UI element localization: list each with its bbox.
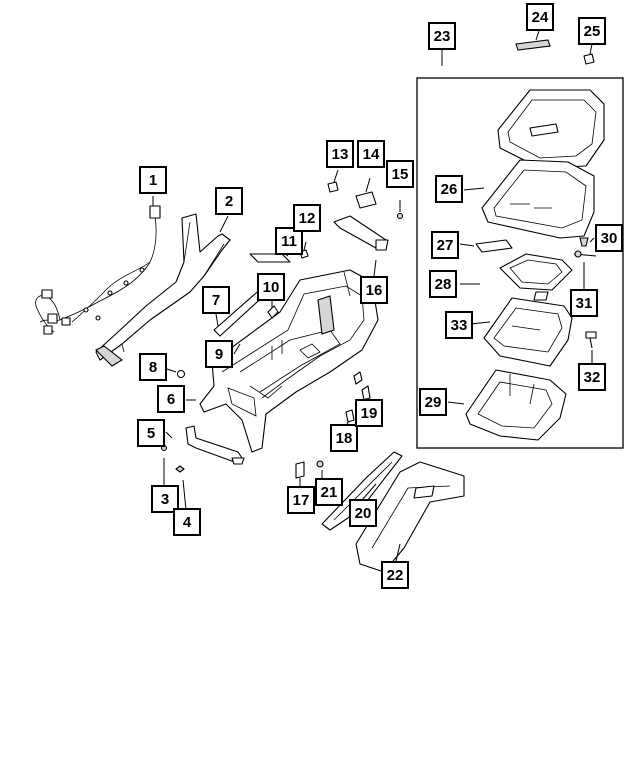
svg-text:8: 8 — [149, 359, 157, 376]
svg-text:20: 20 — [355, 505, 372, 522]
svg-text:33: 33 — [451, 317, 468, 334]
svg-text:30: 30 — [601, 230, 618, 247]
svg-text:27: 27 — [437, 237, 454, 254]
svg-text:4: 4 — [183, 514, 192, 531]
part-bracket-17 — [295, 461, 305, 486]
part-latch-14 — [355, 177, 377, 209]
svg-text:23: 23 — [434, 28, 451, 45]
part-trim-cap — [515, 39, 551, 51]
svg-text:14: 14 — [363, 146, 380, 163]
svg-text:9: 9 — [215, 346, 223, 363]
callout-18: 18 — [330, 424, 358, 452]
svg-text:18: 18 — [336, 430, 353, 447]
svg-text:3: 3 — [161, 491, 169, 508]
svg-text:26: 26 — [441, 181, 458, 198]
svg-text:25: 25 — [584, 23, 601, 40]
part-clip-8 — [176, 369, 186, 379]
callout-27: 27 — [431, 231, 459, 259]
svg-text:19: 19 — [361, 405, 378, 422]
part-lower-housing — [465, 369, 567, 441]
callout-24: 24 — [526, 3, 554, 31]
part-fastener-3 — [160, 444, 168, 488]
callout-5: 5 — [137, 419, 165, 447]
svg-text:11: 11 — [281, 233, 297, 250]
part-screw-30 — [579, 237, 589, 247]
part-lower-bracket — [185, 425, 245, 465]
part-armrest-base — [481, 159, 595, 239]
callout-28: 28 — [429, 270, 457, 298]
svg-text:12: 12 — [299, 210, 316, 227]
callout-32: 32 — [578, 363, 606, 391]
callout-20: 20 — [349, 499, 377, 527]
svg-text:31: 31 — [576, 295, 593, 312]
part-rail — [333, 215, 389, 251]
callout-4: 4 — [173, 508, 201, 536]
part-armrest-frame — [483, 297, 573, 367]
callout-25: 25 — [578, 17, 606, 45]
part-clip-18 — [343, 409, 355, 427]
callout-13: 13 — [326, 140, 354, 168]
callout-22: 22 — [381, 561, 409, 589]
svg-text:1: 1 — [149, 172, 157, 189]
svg-text:21: 21 — [321, 484, 338, 501]
callout-19: 19 — [355, 399, 383, 427]
part-side-panel — [321, 451, 403, 531]
callout-8: 8 — [139, 353, 167, 381]
part-screw-15 — [396, 200, 404, 220]
svg-text:5: 5 — [147, 425, 155, 442]
svg-text:15: 15 — [392, 166, 409, 183]
part-fastener-32 — [585, 331, 597, 349]
svg-text:17: 17 — [293, 492, 310, 509]
callout-16: 16 — [360, 276, 388, 304]
svg-text:13: 13 — [332, 146, 349, 163]
callout-14: 14 — [357, 140, 385, 168]
callout-12: 12 — [293, 204, 321, 232]
callout-6: 6 — [157, 385, 185, 413]
callout-10: 10 — [257, 273, 285, 301]
svg-text:7: 7 — [212, 292, 220, 309]
part-clip-10 — [267, 300, 279, 319]
callout-1: 1 — [139, 166, 167, 194]
part-bolt — [573, 250, 597, 258]
callout-17: 17 — [287, 486, 315, 514]
callout-21: 21 — [315, 478, 343, 506]
svg-text:28: 28 — [435, 276, 452, 293]
callout-3: 3 — [151, 485, 179, 513]
svg-text:22: 22 — [387, 567, 404, 584]
callout-15: 15 — [386, 160, 414, 188]
callout-7: 7 — [202, 286, 230, 314]
part-clip-25 — [583, 53, 595, 65]
part-fastener-4 — [175, 465, 187, 511]
svg-text:6: 6 — [167, 391, 175, 408]
svg-text:10: 10 — [263, 279, 280, 296]
part-hinge — [475, 239, 513, 253]
part-wiring-harness — [35, 205, 161, 335]
callout-9: 9 — [205, 340, 233, 368]
svg-text:24: 24 — [532, 9, 549, 26]
part-spring-clip — [353, 371, 371, 401]
part-latch-13 — [327, 169, 339, 193]
svg-text:32: 32 — [584, 369, 601, 386]
callout-33: 33 — [445, 311, 473, 339]
callout-23: 23 — [428, 22, 456, 50]
callout-26: 26 — [435, 175, 463, 203]
callout-30: 30 — [595, 224, 623, 252]
part-tray — [499, 253, 573, 301]
part-insulator — [355, 461, 465, 573]
armrest-assembly-frame — [416, 77, 624, 449]
part-air-duct — [95, 213, 231, 367]
svg-text:2: 2 — [225, 193, 233, 210]
callout-11: 11 — [275, 227, 303, 255]
part-armrest-cover — [497, 89, 605, 169]
callout-29: 29 — [419, 388, 447, 416]
callout-2: 2 — [215, 187, 243, 215]
svg-text:16: 16 — [366, 282, 383, 299]
callout-31: 31 — [570, 289, 598, 317]
part-screw-21 — [316, 460, 324, 468]
part-console-base — [199, 269, 379, 453]
svg-text:29: 29 — [425, 394, 442, 411]
